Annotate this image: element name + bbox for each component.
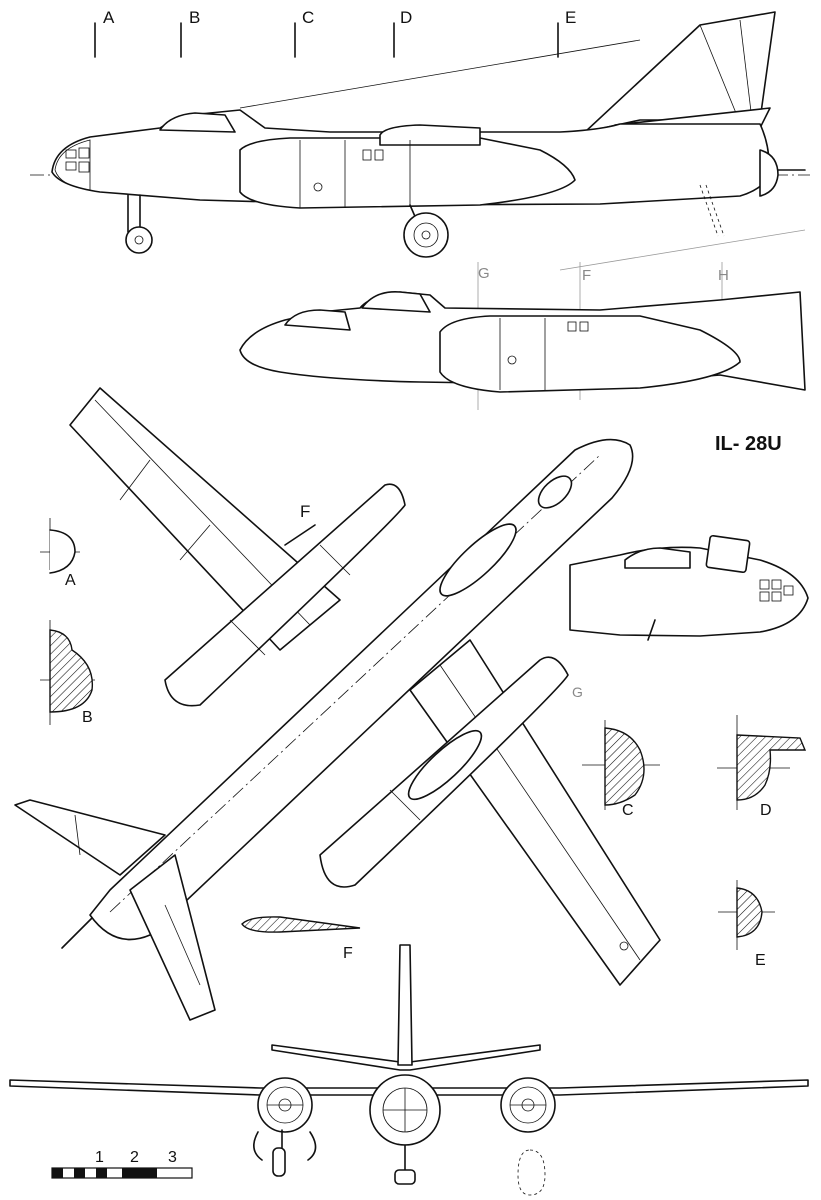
nacelle-upper-plan [164,483,406,707]
section-c: C [582,720,660,819]
section-label-d: D [760,802,772,819]
tailplane-right [129,854,216,1021]
trainer-side-view: G F H IL- 28U [239,262,806,455]
front-fin [397,944,413,1066]
section-marker-f: F [300,502,310,521]
station-label-g: G [478,265,490,282]
front-view [9,944,809,1196]
station-marker-a: A [94,8,115,58]
aircraft-title: IL- 28U [715,433,782,455]
station-label-h: H [718,267,729,284]
section-label-f: F [343,945,353,962]
trainer-nacelle [439,315,741,393]
scale-label-2: 2 [130,1149,139,1166]
section-label-e: E [755,952,766,969]
front-wing [9,1079,809,1096]
trainer-nose-view [569,534,809,641]
canopy [159,112,236,133]
scale-label-1: 1 [95,1149,104,1166]
instructor-hood [705,534,751,574]
station-marker-c: C [294,8,314,58]
station-label-b: B [189,8,200,27]
section-f-airfoil: F [241,916,361,962]
station-label-e: E [565,8,576,27]
section-e: E [718,880,775,969]
plan-view: F G [14,387,661,1021]
station-marker-b: B [180,8,200,58]
station-label-d: D [400,8,412,27]
section-d: D [717,715,807,819]
section-label-b: B [82,709,93,726]
section-a: A [40,518,80,589]
station-marker-d: D [393,8,412,58]
section-b: B [40,620,95,726]
vertical-tail [584,11,776,133]
station-marker-e: E [557,8,576,58]
scale-bar: 1 2 3 [51,1149,193,1179]
station-label-f: F [582,267,591,284]
main-wheel [403,212,449,258]
station-label-a: A [103,8,115,27]
engine-nacelle-side [239,137,576,209]
tailplane-left [14,799,166,876]
nose-wheel [125,226,153,254]
fuselage-plan [89,438,634,941]
station-markers: A B C D E [94,8,576,58]
section-label-a: A [65,572,76,589]
section-marker-g: G [572,684,583,700]
station-label-c: C [302,8,314,27]
scale-label-3: 3 [168,1149,177,1166]
side-view [30,11,810,271]
section-label-c: C [622,802,634,819]
